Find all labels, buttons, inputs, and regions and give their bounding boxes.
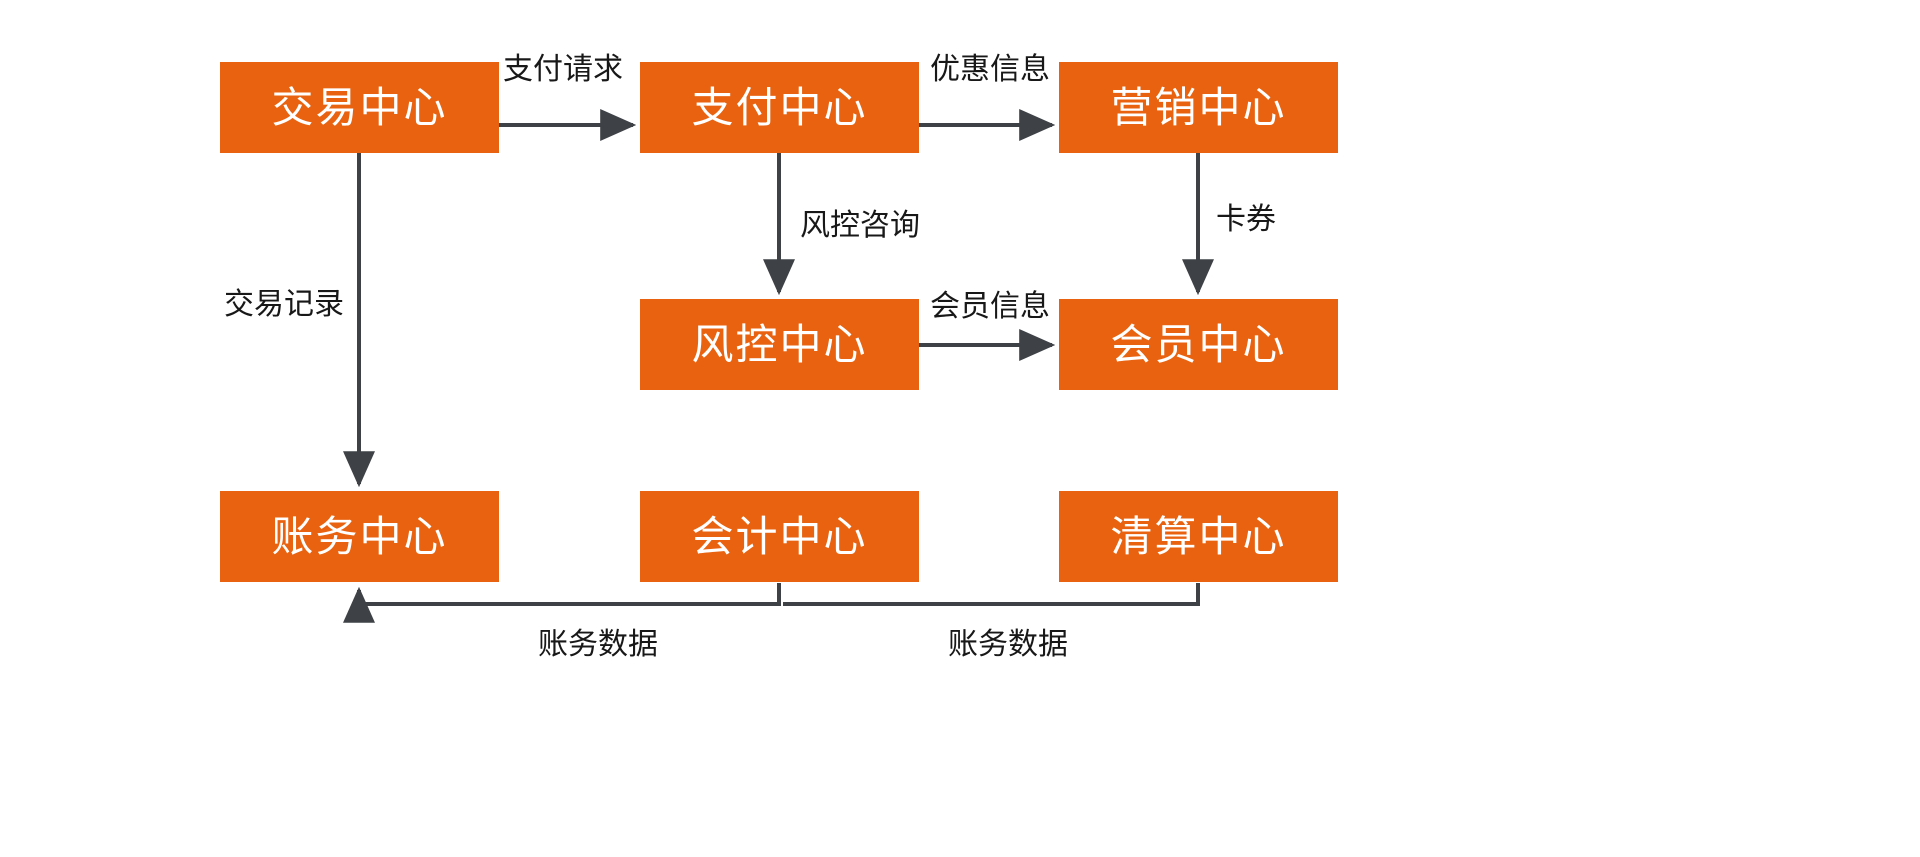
node-trade-center[interactable]: 交易中心 — [220, 62, 499, 153]
edge-label-risk-consultation: 风控咨询 — [800, 209, 920, 242]
node-label: 会计中心 — [691, 512, 868, 560]
node-marketing-center[interactable]: 营销中心 — [1059, 62, 1338, 153]
edge-label-accounting-data-left: 账务数据 — [538, 628, 658, 661]
node-label: 营销中心 — [1110, 83, 1287, 131]
node-accounting-center[interactable]: 会计中心 — [640, 491, 919, 582]
edge-label-accounting-data-right: 账务数据 — [948, 628, 1068, 661]
node-label: 清算中心 — [1110, 512, 1287, 560]
node-label: 会员中心 — [1110, 320, 1287, 368]
node-label: 风控中心 — [691, 320, 868, 368]
node-label: 交易中心 — [271, 83, 448, 131]
node-billing-center[interactable]: 账务中心 — [220, 491, 499, 582]
node-member-center[interactable]: 会员中心 — [1059, 299, 1338, 390]
edge-label-promotion-info: 优惠信息 — [930, 53, 1050, 86]
edge-accounting-to-billing — [343, 583, 781, 623]
node-label: 账务中心 — [271, 512, 448, 560]
edge-label-payment-request: 支付请求 — [503, 53, 623, 86]
edge-label-transaction-record: 交易记录 — [224, 288, 344, 321]
node-payment-center[interactable]: 支付中心 — [640, 62, 919, 153]
edge-clearing-to-billing — [783, 583, 1200, 606]
edge-label-card-coupon: 卡券 — [1216, 203, 1276, 236]
node-risk-control-center[interactable]: 风控中心 — [640, 299, 919, 390]
edge-label-member-info: 会员信息 — [930, 290, 1050, 323]
node-clearing-center[interactable]: 清算中心 — [1059, 491, 1338, 582]
node-label: 支付中心 — [691, 83, 868, 131]
